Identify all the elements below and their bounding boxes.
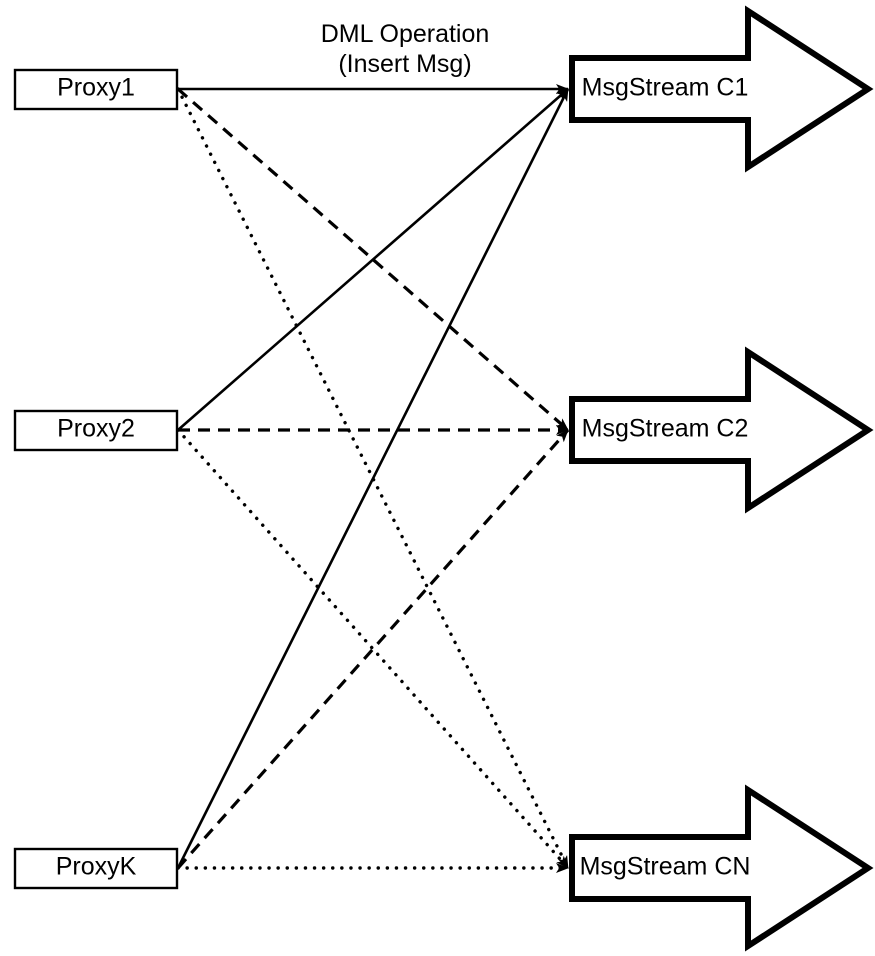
- stream-node-c1[interactable]: MsgStream C1: [569, 5, 874, 173]
- stream-node-cn[interactable]: MsgStream CN: [569, 784, 874, 952]
- link-proxy2-to-stream-c1[interactable]: [177, 88, 569, 431]
- edge-annotation-dml-operation: DML Operation (Insert Msg): [321, 20, 490, 78]
- proxy1-label: Proxy1: [57, 74, 135, 102]
- link-group-proxy2: [176, 88, 570, 870]
- edge-annotation-line1: DML Operation: [321, 20, 490, 48]
- proxy-node-proxy1[interactable]: Proxy1: [13, 68, 179, 111]
- proxyk-box[interactable]: [13, 847, 179, 890]
- stream-c2-block-arrow-icon[interactable]: [569, 346, 874, 514]
- link-proxyk-to-stream-c1[interactable]: [176, 88, 570, 869]
- edge-annotation-line2: (Insert Msg): [338, 50, 471, 78]
- proxy2-box[interactable]: [13, 409, 179, 452]
- link-proxyk-to-stream-c2[interactable]: [176, 428, 570, 870]
- link-proxy1-to-stream-c2[interactable]: [176, 87, 570, 432]
- proxy2-label: Proxy2: [57, 415, 135, 443]
- proxy-node-proxyk[interactable]: ProxyK: [13, 847, 179, 890]
- proxy1-box[interactable]: [13, 68, 179, 111]
- proxy-node-proxy2[interactable]: Proxy2: [13, 409, 179, 452]
- stream-cn-block-arrow-icon[interactable]: [569, 784, 874, 952]
- stream-cn-label: MsgStream CN: [580, 853, 751, 881]
- stream-c1-label: MsgStream C1: [582, 74, 749, 102]
- proxyk-label: ProxyK: [56, 853, 137, 881]
- stream-node-c2[interactable]: MsgStream C2: [569, 346, 874, 514]
- stream-c2-label: MsgStream C2: [582, 415, 749, 443]
- stream-c1-block-arrow-icon[interactable]: [569, 5, 874, 173]
- link-group-proxyk: [176, 88, 570, 873]
